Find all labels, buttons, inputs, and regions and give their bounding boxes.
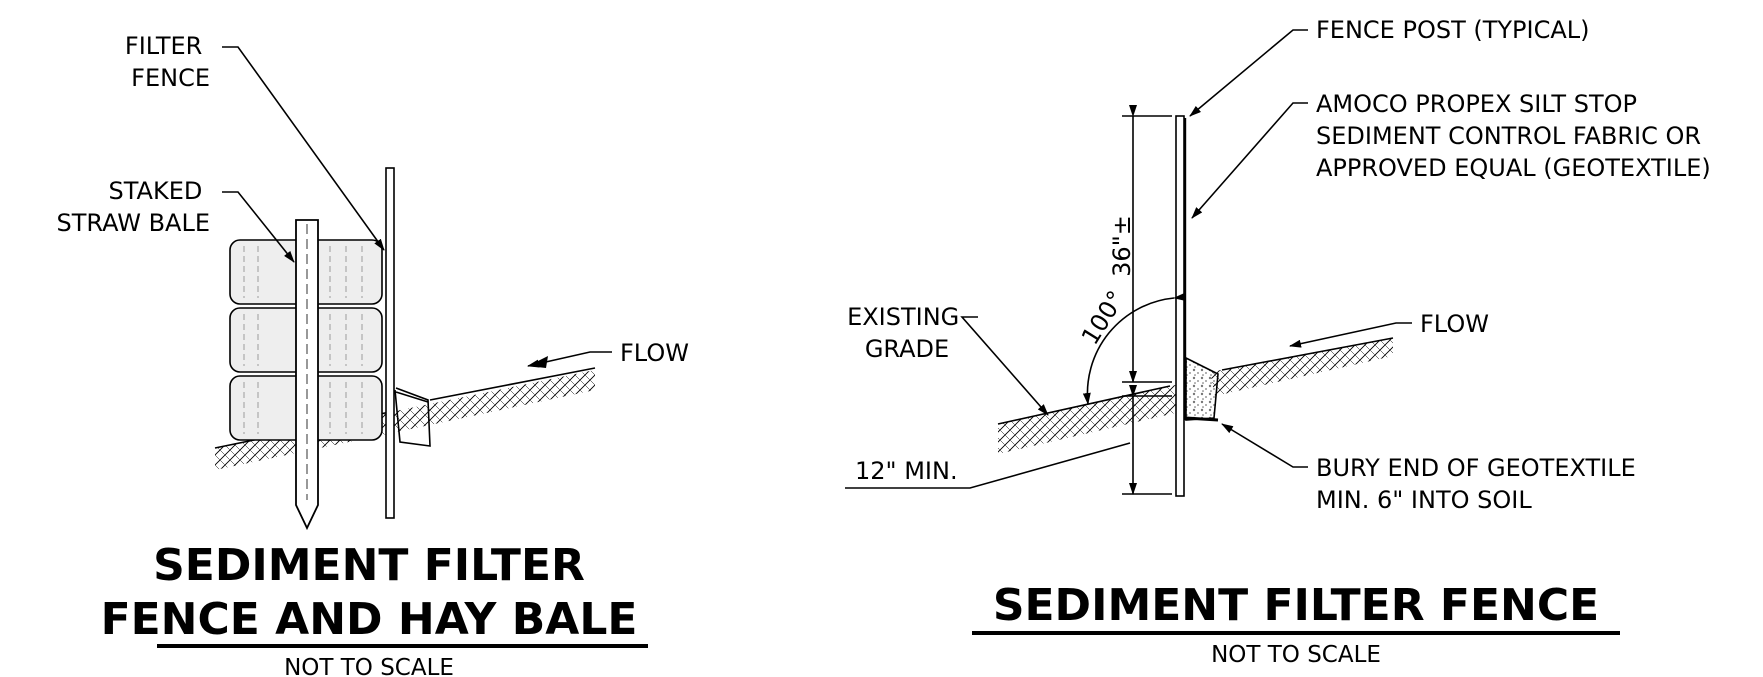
fabric-leader (1191, 102, 1308, 219)
left-trench (394, 387, 431, 447)
left-title-line2: FENCE AND HAY BALE (101, 594, 638, 645)
left-flow-label: FLOW (620, 339, 689, 367)
straw-texture (243, 246, 363, 434)
left-flow-arrow (527, 351, 612, 368)
right-title: SEDIMENT FILTER FENCE (993, 580, 1599, 631)
filter-fence-label: FILTER FENCE (125, 32, 210, 92)
min-depth-label: 12" MIN. (855, 457, 958, 485)
filter-fence-leader (222, 46, 385, 251)
angle-label: 100° (1076, 286, 1130, 350)
right-soil-hatch-left (998, 384, 1180, 454)
right-soil-hatch-right (1210, 338, 1393, 396)
gravel-backfill (1185, 356, 1219, 421)
height-label: 36"± (1108, 215, 1136, 277)
fence-post-label: FENCE POST (TYPICAL) (1316, 16, 1590, 44)
bury-end-leader (1221, 423, 1308, 468)
left-fence-post (385, 167, 395, 519)
staked-straw-bale-label: STAKED STRAW BALE (57, 177, 210, 237)
left-flow-arrowhead (528, 356, 548, 368)
fence-post-leader (1189, 29, 1308, 117)
min-depth-leader (845, 442, 1131, 489)
right-flow-arrow (1289, 322, 1412, 348)
existing-grade-leader (960, 316, 1049, 416)
buried-geotextile (1185, 416, 1219, 422)
right-scale-note: NOT TO SCALE (1211, 642, 1381, 668)
left-scale-note: NOT TO SCALE (284, 655, 454, 677)
left-title-line1: SEDIMENT FILTER (153, 540, 585, 591)
right-detail: FENCE POST (TYPICAL) AMOCO PROPEX SILT S… (845, 16, 1711, 668)
right-flow-label: FLOW (1420, 310, 1489, 338)
straw-bale-leader (222, 191, 295, 263)
bury-end-label: BURY END OF GEOTEXTILE MIN. 6" INTO SOIL (1316, 454, 1643, 514)
fabric-label: AMOCO PROPEX SILT STOP SEDIMENT CONTROL … (1316, 90, 1711, 182)
angle-arc (1082, 292, 1186, 405)
left-detail: FILTER FENCE STAKED STRAW BALE FLOW SEDI… (57, 32, 689, 677)
left-soil-hatch-2 (425, 370, 595, 426)
existing-grade-label: EXISTING GRADE (847, 303, 967, 363)
right-fence-post (1175, 115, 1185, 497)
left-fabric-line (395, 391, 429, 403)
